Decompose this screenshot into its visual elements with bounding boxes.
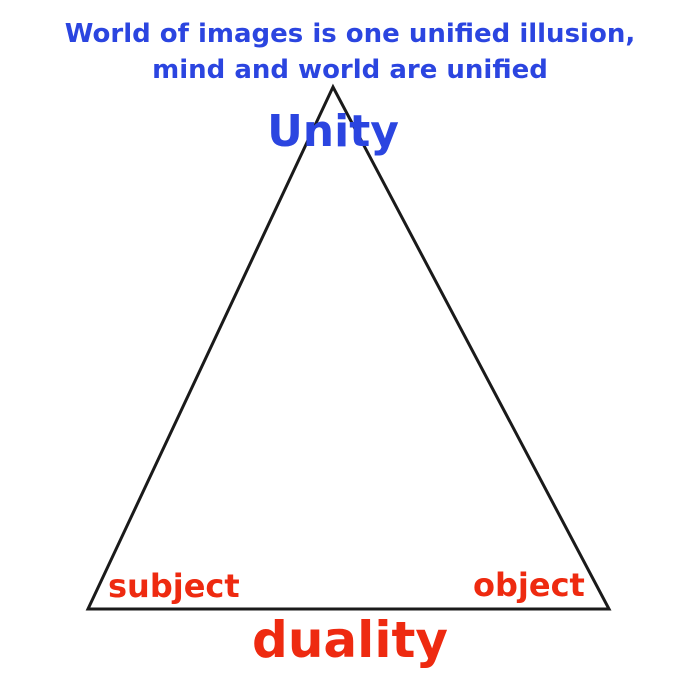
triangle-outline [85, 83, 612, 611]
caption-line-1: World of images is one unified illusion, [64, 19, 636, 49]
apex-label-unity: Unity [267, 106, 399, 157]
base-label-duality: duality [252, 611, 448, 669]
caption-line-2: mind and world are unified [152, 55, 548, 85]
vertex-label-object: object [473, 566, 585, 604]
vertex-label-subject: subject [108, 567, 240, 605]
